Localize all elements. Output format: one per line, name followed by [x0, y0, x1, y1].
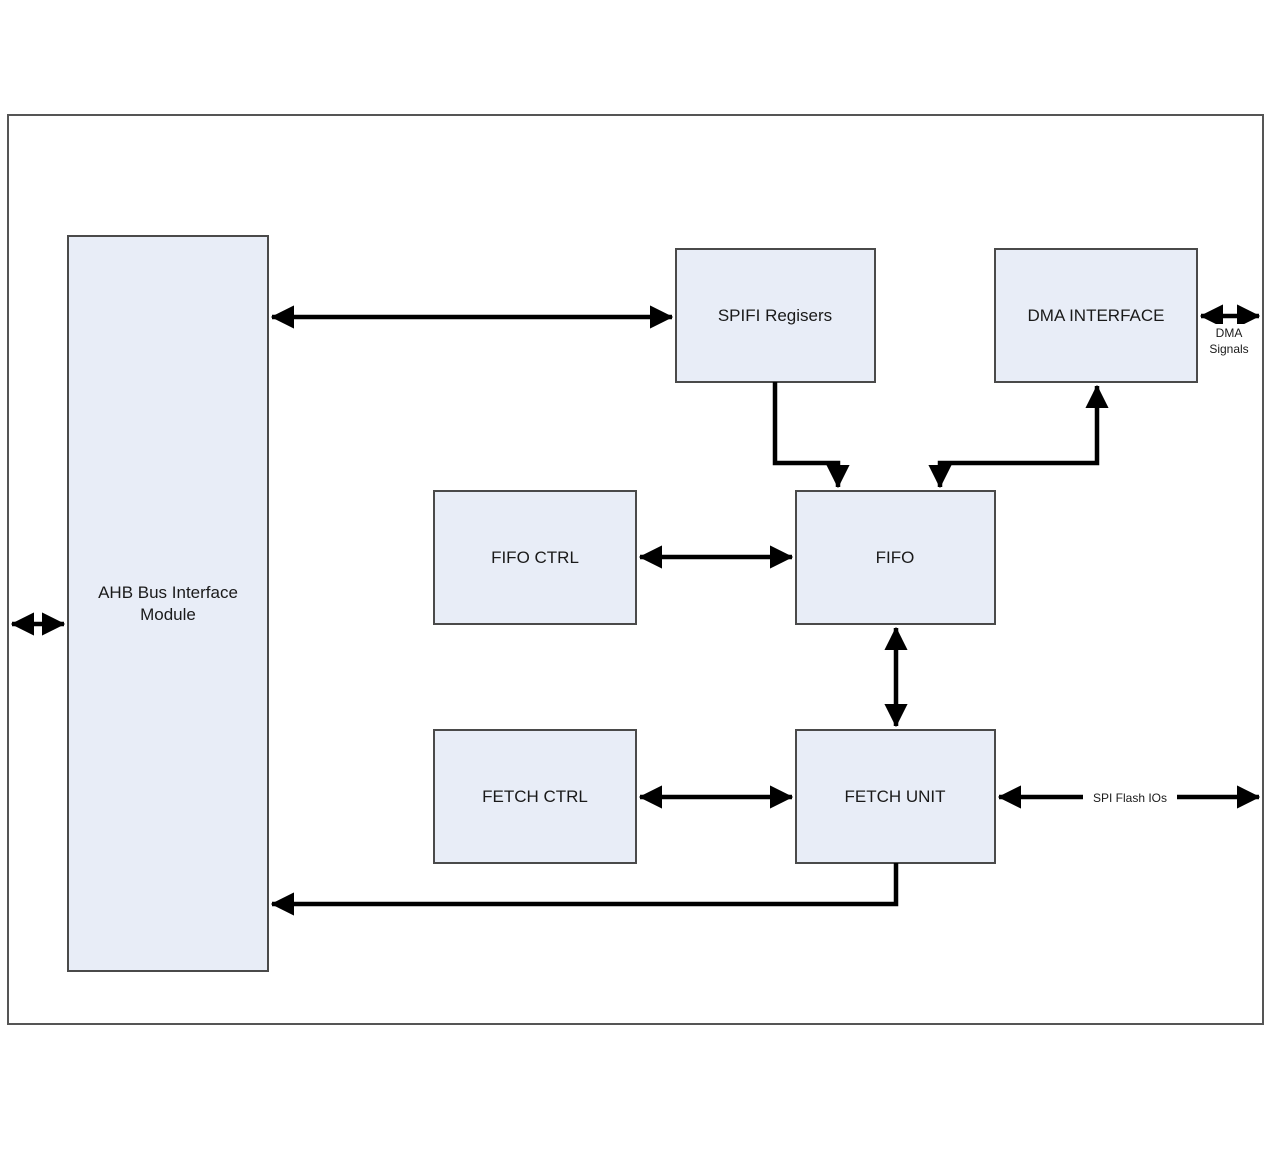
ahb-bus-interface-block: AHB Bus Interface Module	[67, 235, 269, 972]
spifi-registers-block: SPIFI Regisers	[675, 248, 876, 383]
fetch-ctrl-label: FETCH CTRL	[482, 787, 588, 806]
spi-flash-ios-text: SPI Flash IOs	[1093, 791, 1167, 805]
fifo-label: FIFO	[876, 548, 915, 567]
fetch-unit-block: FETCH UNIT	[795, 729, 996, 864]
fifo-ctrl-block: FIFO CTRL	[433, 490, 637, 625]
fifo-block: FIFO	[795, 490, 996, 625]
spifi-registers-to-fifo-arrow	[772, 382, 850, 489]
dma-interface-label: DMA INTERFACE	[1028, 306, 1165, 325]
dma-interface-block: DMA INTERFACE	[994, 248, 1198, 383]
fifo-to-dma-interface-arrow	[928, 384, 1109, 489]
spi-flash-ios-label: SPI Flash IOs	[1083, 789, 1177, 805]
ahb-bus-interface-label-line1: AHB Bus Interface	[98, 583, 238, 602]
dma-signals-label-line2: Signals	[1209, 342, 1248, 356]
dma-signals-label-line1: DMA	[1216, 326, 1243, 340]
fifo-ctrl-label: FIFO CTRL	[491, 548, 579, 567]
ahb-bus-interface-label-line2: Module	[140, 605, 196, 624]
fetch-unit-label: FETCH UNIT	[844, 787, 945, 806]
fetch-ctrl-block: FETCH CTRL	[433, 729, 637, 864]
fetch-unit-to-ahb-arrow	[270, 863, 899, 916]
dma-signals-label: DMA Signals	[1206, 324, 1254, 358]
spifi-registers-label: SPIFI Regisers	[718, 306, 832, 325]
